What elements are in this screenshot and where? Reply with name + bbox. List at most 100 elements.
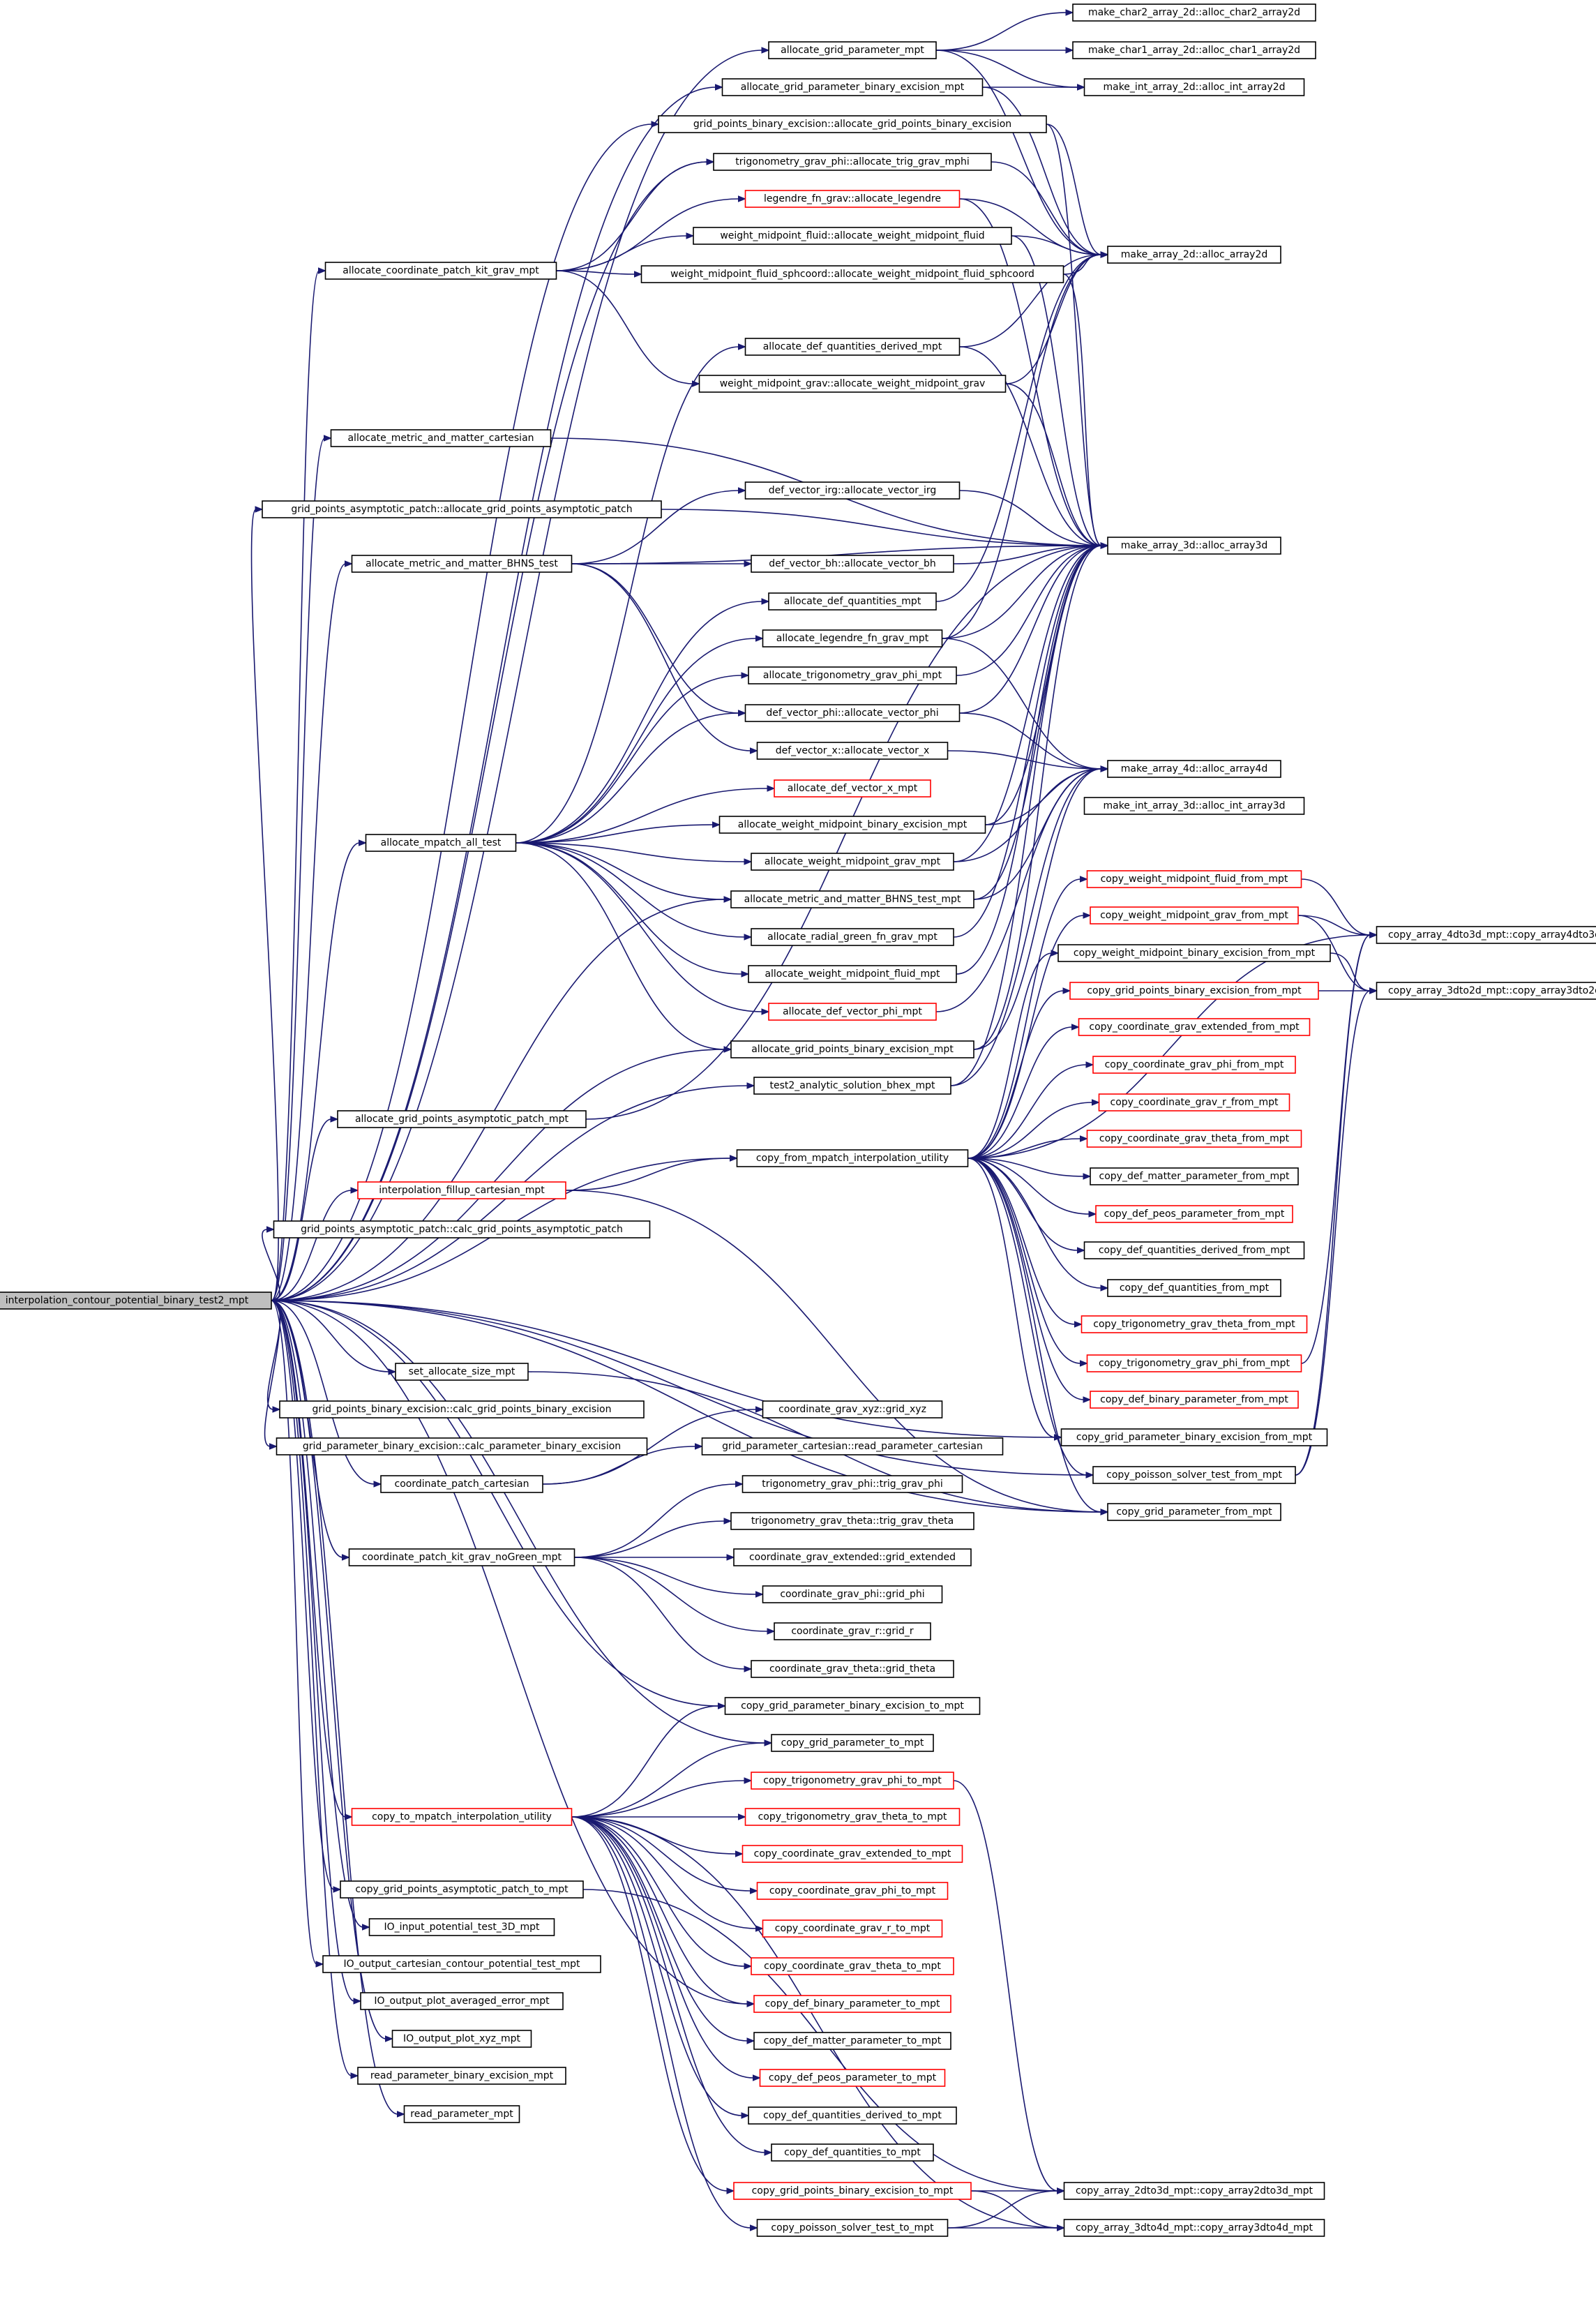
node-dvb-avb[interactable]: def_vector_bh::allocate_vector_bh [751, 555, 954, 573]
node-cpkgng[interactable]: coordinate_patch_kit_grav_noGreen_mpt [348, 1548, 575, 1566]
node-dvp-avp[interactable]: def_vector_phi::allocate_vector_phi [744, 704, 961, 722]
node-wmf-awmf[interactable]: weight_midpoint_fluid::allocate_weight_m… [693, 227, 1012, 245]
node-cgtfm[interactable]: copy_coordinate_grav_theta_from_mpt [1086, 1130, 1302, 1148]
node-gpap-agpap[interactable]: grid_points_asymptotic_patch::allocate_g… [262, 500, 662, 518]
node-awmfm[interactable]: allocate_weight_midpoint_fluid_mpt [748, 965, 957, 983]
node-cgrtm[interactable]: copy_coordinate_grav_r_to_mpt [762, 1919, 943, 1938]
node-amamc[interactable]: allocate_metric_and_matter_cartesian [330, 429, 552, 447]
node-cgetm[interactable]: copy_coordinate_grav_extended_to_mpt [741, 1845, 963, 1863]
node-mc2[interactable]: make_char2_array_2d::alloc_char2_array2d [1072, 3, 1316, 22]
node-awmgm[interactable]: allocate_weight_midpoint_grav_mpt [751, 853, 954, 871]
node-root[interactable]: interpolation_contour_potential_binary_t… [0, 1292, 272, 1310]
node-ca3to2[interactable]: copy_array_3dto2d_mpt::copy_array3dto2d_… [1376, 982, 1596, 1000]
node-sasm[interactable]: set_allocate_size_mpt [395, 1363, 529, 1381]
node-cgp-gp[interactable]: coordinate_grav_phi::grid_phi [762, 1585, 943, 1603]
node-cfmiu[interactable]: copy_from_mpatch_interpolation_utility [736, 1149, 969, 1167]
node-ctgpfm[interactable]: copy_trigonometry_grav_phi_from_mpt [1086, 1354, 1302, 1372]
node-cgr-gr[interactable]: coordinate_grav_r::grid_r [774, 1622, 931, 1640]
node-atgpm[interactable]: allocate_trigonometry_grav_phi_mpt [748, 666, 957, 684]
node-lfg-al[interactable]: legendre_fn_grav::allocate_legendre [744, 190, 961, 208]
node-mi2[interactable]: make_int_array_2d::alloc_int_array2d [1083, 78, 1305, 96]
node-cdbptm[interactable]: copy_def_binary_parameter_to_mpt [753, 1995, 951, 2013]
node-dvx-avx[interactable]: def_vector_x::allocate_vector_x [756, 742, 949, 760]
node-gpap-cgpap[interactable]: grid_points_asymptotic_patch::calc_grid_… [273, 1220, 651, 1238]
node-gpbe-cgpbe[interactable]: grid_points_binary_excision::calc_grid_p… [279, 1400, 645, 1419]
node-gpc-rpc[interactable]: grid_parameter_cartesian::read_parameter… [701, 1437, 1004, 1455]
node-cgptm[interactable]: copy_grid_parameter_to_mpt [771, 1734, 934, 1752]
node-iopaem[interactable]: IO_output_plot_averaged_error_mpt [360, 1992, 564, 2010]
node-iopxyz[interactable]: IO_output_plot_xyz_mpt [391, 2030, 532, 2048]
node-cpc[interactable]: coordinate_patch_cartesian [380, 1475, 543, 1493]
node-cwmgfm[interactable]: copy_weight_midpoint_grav_from_mpt [1090, 906, 1299, 925]
node-ioccpt[interactable]: IO_output_cartesian_contour_potential_te… [322, 1955, 601, 1973]
node-agpapm[interactable]: allocate_grid_points_asymptotic_patch_mp… [337, 1110, 587, 1128]
node-cgptom[interactable]: copy_coordinate_grav_phi_to_mpt [756, 1882, 949, 1900]
node-advpm[interactable]: allocate_def_vector_phi_mpt [768, 1003, 937, 1021]
node-t2asbm[interactable]: test2_analytic_solution_bhex_mpt [753, 1077, 951, 1095]
node-cpsttm[interactable]: copy_poisson_solver_test_to_mpt [756, 2219, 949, 2237]
node-cdbpfm[interactable]: copy_def_binary_parameter_from_mpt [1090, 1391, 1299, 1409]
node-mi3[interactable]: make_int_array_3d::alloc_int_array3d [1083, 797, 1305, 815]
node-advxm[interactable]: allocate_def_vector_x_mpt [774, 779, 931, 798]
node-ma4[interactable]: make_array_4d::alloc_array4d [1107, 760, 1281, 778]
node-ifcm[interactable]: interpolation_fillup_cartesian_mpt [357, 1181, 566, 1199]
node-cgpbefm[interactable]: copy_grid_points_binary_excision_from_mp… [1069, 982, 1319, 1000]
node-cdmpfm[interactable]: copy_def_matter_parameter_from_mpt [1090, 1167, 1299, 1185]
node-argfgm[interactable]: allocate_radial_green_fn_grav_mpt [751, 928, 954, 946]
node-cgefm[interactable]: copy_coordinate_grav_extended_from_mpt [1078, 1018, 1311, 1036]
node-ca2to3[interactable]: copy_array_2dto3d_mpt::copy_array2dto3d_… [1063, 2182, 1325, 2200]
node-cgpaptm[interactable]: copy_grid_points_asymptotic_patch_to_mpt [340, 1880, 584, 1899]
node-tgt-tgt[interactable]: trigonometry_grav_theta::trig_grav_theta [730, 1512, 974, 1530]
node-amat[interactable]: allocate_mpatch_all_test [365, 834, 517, 852]
node-ctmiu[interactable]: copy_to_mpatch_interpolation_utility [351, 1808, 573, 1826]
node-cwmbefm[interactable]: copy_weight_midpoint_binary_excision_fro… [1057, 944, 1331, 962]
node-ctgtfm[interactable]: copy_trigonometry_grav_theta_from_mpt [1081, 1315, 1308, 1333]
node-cdqfm[interactable]: copy_def_quantities_from_mpt [1107, 1279, 1281, 1297]
node-rpbem[interactable]: read_parameter_binary_excision_mpt [357, 2067, 566, 2085]
node-adqdm[interactable]: allocate_def_quantities_derived_mpt [744, 338, 961, 356]
node-amambtm[interactable]: allocate_metric_and_matter_BHNS_test_mpt [730, 890, 974, 908]
node-ctgttm[interactable]: copy_trigonometry_grav_theta_to_mpt [744, 1808, 961, 1826]
node-amambt[interactable]: allocate_metric_and_matter_BHNS_test [351, 555, 573, 573]
node-tgp-atgm[interactable]: trigonometry_grav_phi::allocate_trig_gra… [713, 153, 992, 171]
node-wmg-awmg[interactable]: weight_midpoint_grav::allocate_weight_mi… [698, 375, 1007, 393]
node-cge-ge[interactable]: coordinate_grav_extended::grid_extended [733, 1548, 972, 1566]
node-wmfs-awmfs[interactable]: weight_midpoint_fluid_sphcoord::allocate… [640, 265, 1064, 283]
node-ca4to3[interactable]: copy_array_4dto3d_mpt::copy_array4dto3d_… [1376, 926, 1596, 944]
node-cgpbextm[interactable]: copy_grid_points_binary_excision_to_mpt [733, 2182, 972, 2200]
node-cgttm[interactable]: copy_coordinate_grav_theta_to_mpt [751, 1957, 954, 1975]
node-cgxyz[interactable]: coordinate_grav_xyz::grid_xyz [762, 1400, 943, 1419]
node-agpm[interactable]: allocate_grid_parameter_mpt [768, 41, 937, 59]
node-dvi-avi[interactable]: def_vector_irg::allocate_vector_irg [744, 481, 961, 500]
node-cgrfm[interactable]: copy_coordinate_grav_r_from_mpt [1098, 1093, 1290, 1111]
node-cdqdtm[interactable]: copy_def_quantities_derived_to_mpt [748, 2106, 957, 2125]
node-adqm[interactable]: allocate_def_quantities_mpt [768, 592, 937, 611]
node-alfgm[interactable]: allocate_legendre_fn_grav_mpt [762, 629, 943, 648]
node-rpm[interactable]: read_parameter_mpt [403, 2105, 520, 2123]
node-gpbe2-cpbe[interactable]: grid_parameter_binary_excision::calc_par… [276, 1437, 648, 1455]
node-cdmptm[interactable]: copy_def_matter_parameter_to_mpt [753, 2032, 951, 2050]
node-cdqdfm[interactable]: copy_def_quantities_derived_from_mpt [1083, 1241, 1305, 1259]
node-ma2[interactable]: make_array_2d::alloc_array2d [1107, 246, 1281, 264]
node-iopt3d[interactable]: IO_input_potential_test_3D_mpt [368, 1918, 555, 1936]
node-cgt-gt[interactable]: coordinate_grav_theta::grid_theta [751, 1660, 954, 1678]
node-acpkgm[interactable]: allocate_coordinate_patch_kit_grav_mpt [324, 262, 557, 280]
node-cpstfm[interactable]: copy_poisson_solver_test_from_mpt [1092, 1466, 1296, 1484]
node-cgpfmpt[interactable]: copy_grid_parameter_from_mpt [1107, 1503, 1281, 1521]
node-ma3[interactable]: make_array_3d::alloc_array3d [1107, 537, 1281, 555]
node-cdqtm[interactable]: copy_def_quantities_to_mpt [771, 2143, 934, 2162]
node-ctgptm[interactable]: copy_trigonometry_grav_phi_to_mpt [751, 1772, 954, 1790]
node-awmbem[interactable]: allocate_weight_midpoint_binary_excision… [718, 816, 986, 834]
node-mc1[interactable]: make_char1_array_2d::alloc_char1_array2d [1072, 41, 1316, 59]
node-agpbem[interactable]: allocate_grid_parameter_binary_excision_… [721, 78, 984, 96]
node-tgp-tgp[interactable]: trigonometry_grav_phi::trig_grav_phi [741, 1475, 963, 1493]
node-cgpbexfm[interactable]: copy_grid_parameter_binary_excision_from… [1060, 1428, 1328, 1446]
node-gpbe-agpbe[interactable]: grid_points_binary_excision::allocate_gr… [658, 115, 1047, 133]
node-cdpptm[interactable]: copy_def_peos_parameter_to_mpt [759, 2069, 946, 2087]
node-cgpbetm[interactable]: copy_grid_parameter_binary_excision_to_m… [724, 1697, 981, 1715]
node-ca3to4[interactable]: copy_array_3dto4d_mpt::copy_array3dto4d_… [1063, 2219, 1325, 2237]
node-cwmffm[interactable]: copy_weight_midpoint_fluid_from_mpt [1086, 870, 1302, 888]
node-cdppfm[interactable]: copy_def_peos_parameter_from_mpt [1095, 1205, 1293, 1223]
node-agpbexm[interactable]: allocate_grid_points_binary_excision_mpt [730, 1040, 974, 1058]
node-cgpfm[interactable]: copy_coordinate_grav_phi_from_mpt [1092, 1056, 1296, 1074]
